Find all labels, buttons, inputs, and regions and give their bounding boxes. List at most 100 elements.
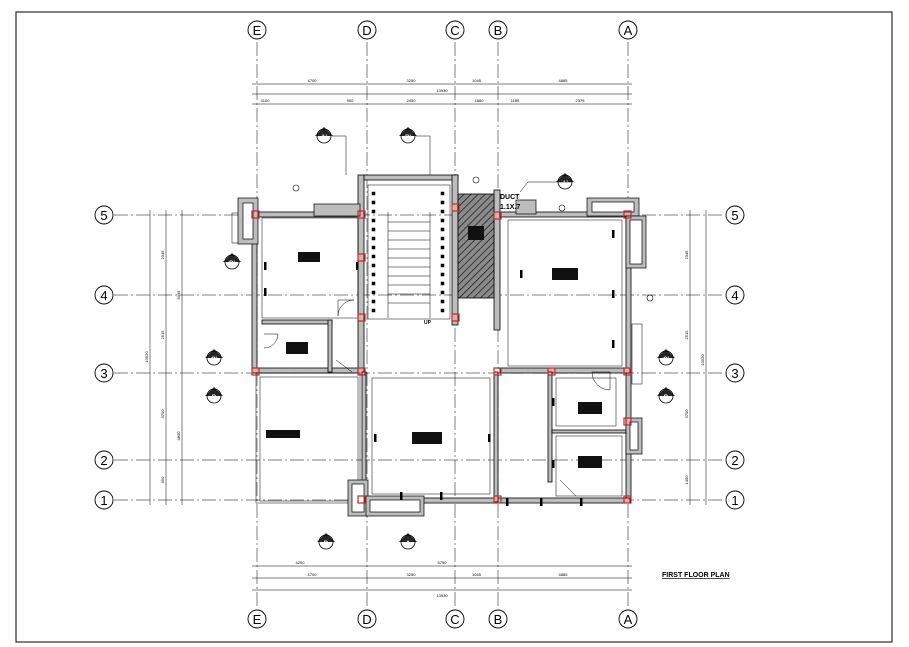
- dim-right: 1400: [684, 475, 689, 485]
- dim-top-row1: 3250: [407, 78, 417, 83]
- section-marker-arrow: [205, 387, 223, 396]
- wall: [499, 367, 631, 374]
- stair-outline: [367, 184, 451, 320]
- wall: [251, 367, 363, 374]
- section-marker: B: [205, 387, 223, 404]
- shafts: [237, 197, 647, 517]
- section-markers: A' B' A' B' C' C' B B D A: [205, 127, 675, 550]
- dim-bottom-row1: 5750: [438, 560, 448, 565]
- dim-top-row3: 2450: [407, 98, 417, 103]
- walls: [251, 174, 632, 504]
- stair-baluster: [440, 290, 445, 295]
- wall-tick: [520, 270, 523, 278]
- dim-bottom-row2: 3250: [407, 572, 417, 577]
- section-marker-arrow: [399, 127, 417, 136]
- structural-columns: [251, 203, 632, 504]
- stair-baluster: [371, 272, 376, 277]
- stair-baluster: [371, 245, 376, 250]
- wall: [327, 319, 333, 373]
- grid-bubble-label: C: [450, 612, 459, 627]
- grid-bubble-row-left-3: 3: [94, 363, 114, 383]
- section-marker-label: D: [324, 541, 329, 547]
- section-marker: A': [315, 127, 333, 144]
- wall-tick: [400, 492, 403, 500]
- section-marker: A: [399, 533, 417, 550]
- section-marker-label: C': [663, 357, 669, 363]
- grid-bubble-circle: [247, 609, 267, 629]
- grid-bubble-label: 2: [100, 453, 107, 468]
- structural-column: [357, 495, 366, 504]
- wall: [493, 371, 499, 503]
- section-marker: A': [556, 173, 574, 190]
- wall: [451, 174, 459, 326]
- structural-column: [547, 367, 556, 376]
- stair-up-label: UP: [424, 320, 432, 326]
- dim-top-row3: 1185: [511, 98, 520, 103]
- stair-baluster: [371, 200, 376, 205]
- dim-top-row1: 1045: [472, 78, 482, 83]
- section-marker-arrow: [317, 533, 335, 542]
- section-marker-label: A': [321, 135, 327, 141]
- grid-bubble-circle: [725, 205, 745, 225]
- stair-baluster: [440, 236, 445, 241]
- dim-top-row1: 4700: [308, 78, 318, 83]
- dim-top-row3: 1880: [475, 98, 485, 103]
- grid-bubble-circle: [357, 609, 377, 629]
- grid-bubble-circle: [618, 20, 638, 40]
- grid-bubble-circle: [488, 20, 508, 40]
- grid-bubble-row-right-1: 1: [725, 490, 745, 510]
- structural-column: [251, 367, 260, 376]
- grid-bubble-col-bottom-E: E: [247, 609, 267, 629]
- grid-bubble-row-left-4: 4: [94, 285, 114, 305]
- grid-bubble-label: 4: [100, 288, 107, 303]
- stair-baluster: [440, 281, 445, 286]
- stair-baluster: [440, 209, 445, 214]
- structural-column: [623, 367, 632, 376]
- stair-baluster: [371, 290, 376, 295]
- section-marker: C': [657, 349, 675, 366]
- grid-bubble-row-right-4: 4: [725, 285, 745, 305]
- stair-baluster: [440, 299, 445, 304]
- structural-column: [493, 367, 502, 376]
- section-marker: C': [205, 349, 223, 366]
- grid-bubble-label: 5: [100, 208, 107, 223]
- grid-bubble-circle: [725, 363, 745, 383]
- grid-bubble-circle: [94, 450, 114, 470]
- wall-tick: [356, 262, 359, 270]
- grid-bubble-col-top-E: E: [247, 20, 267, 40]
- section-marker: B': [399, 127, 417, 144]
- structural-column: [357, 253, 366, 262]
- dim-left: 2515: [160, 330, 165, 340]
- wall-tick: [612, 290, 615, 298]
- dim-left: 5095: [176, 290, 181, 300]
- wall-tick: [374, 434, 377, 442]
- grid-bubble-col-bottom-D: D: [357, 609, 377, 629]
- wall-tick: [506, 498, 509, 506]
- wall-tick: [552, 460, 555, 468]
- structural-column: [623, 210, 632, 219]
- dim-top-row3: 900: [347, 98, 354, 103]
- room-labels: [266, 226, 602, 468]
- stair-baluster: [440, 191, 445, 196]
- staircase: [367, 184, 451, 320]
- grid-bubble-label: B: [494, 23, 503, 38]
- dim-top-total: 13930: [436, 88, 448, 93]
- section-marker-leader: [416, 135, 431, 175]
- section-marker: B: [657, 387, 675, 404]
- grid-bubble-label: 2: [731, 453, 738, 468]
- grid-bubble-label: B: [494, 612, 503, 627]
- wall-tick: [580, 498, 583, 506]
- stair-baluster: [371, 191, 376, 196]
- section-marker-label: C': [211, 357, 217, 363]
- grid-bubble-circle: [94, 205, 114, 225]
- stair-baluster: [440, 272, 445, 277]
- wall: [551, 429, 627, 434]
- dimension-lines: [149, 83, 707, 591]
- section-marker-leader: [332, 135, 347, 175]
- dim-right: 3700: [684, 409, 689, 419]
- wall: [547, 371, 553, 483]
- section-marker-label: B': [229, 261, 235, 267]
- grid-bubble-circle: [725, 285, 745, 305]
